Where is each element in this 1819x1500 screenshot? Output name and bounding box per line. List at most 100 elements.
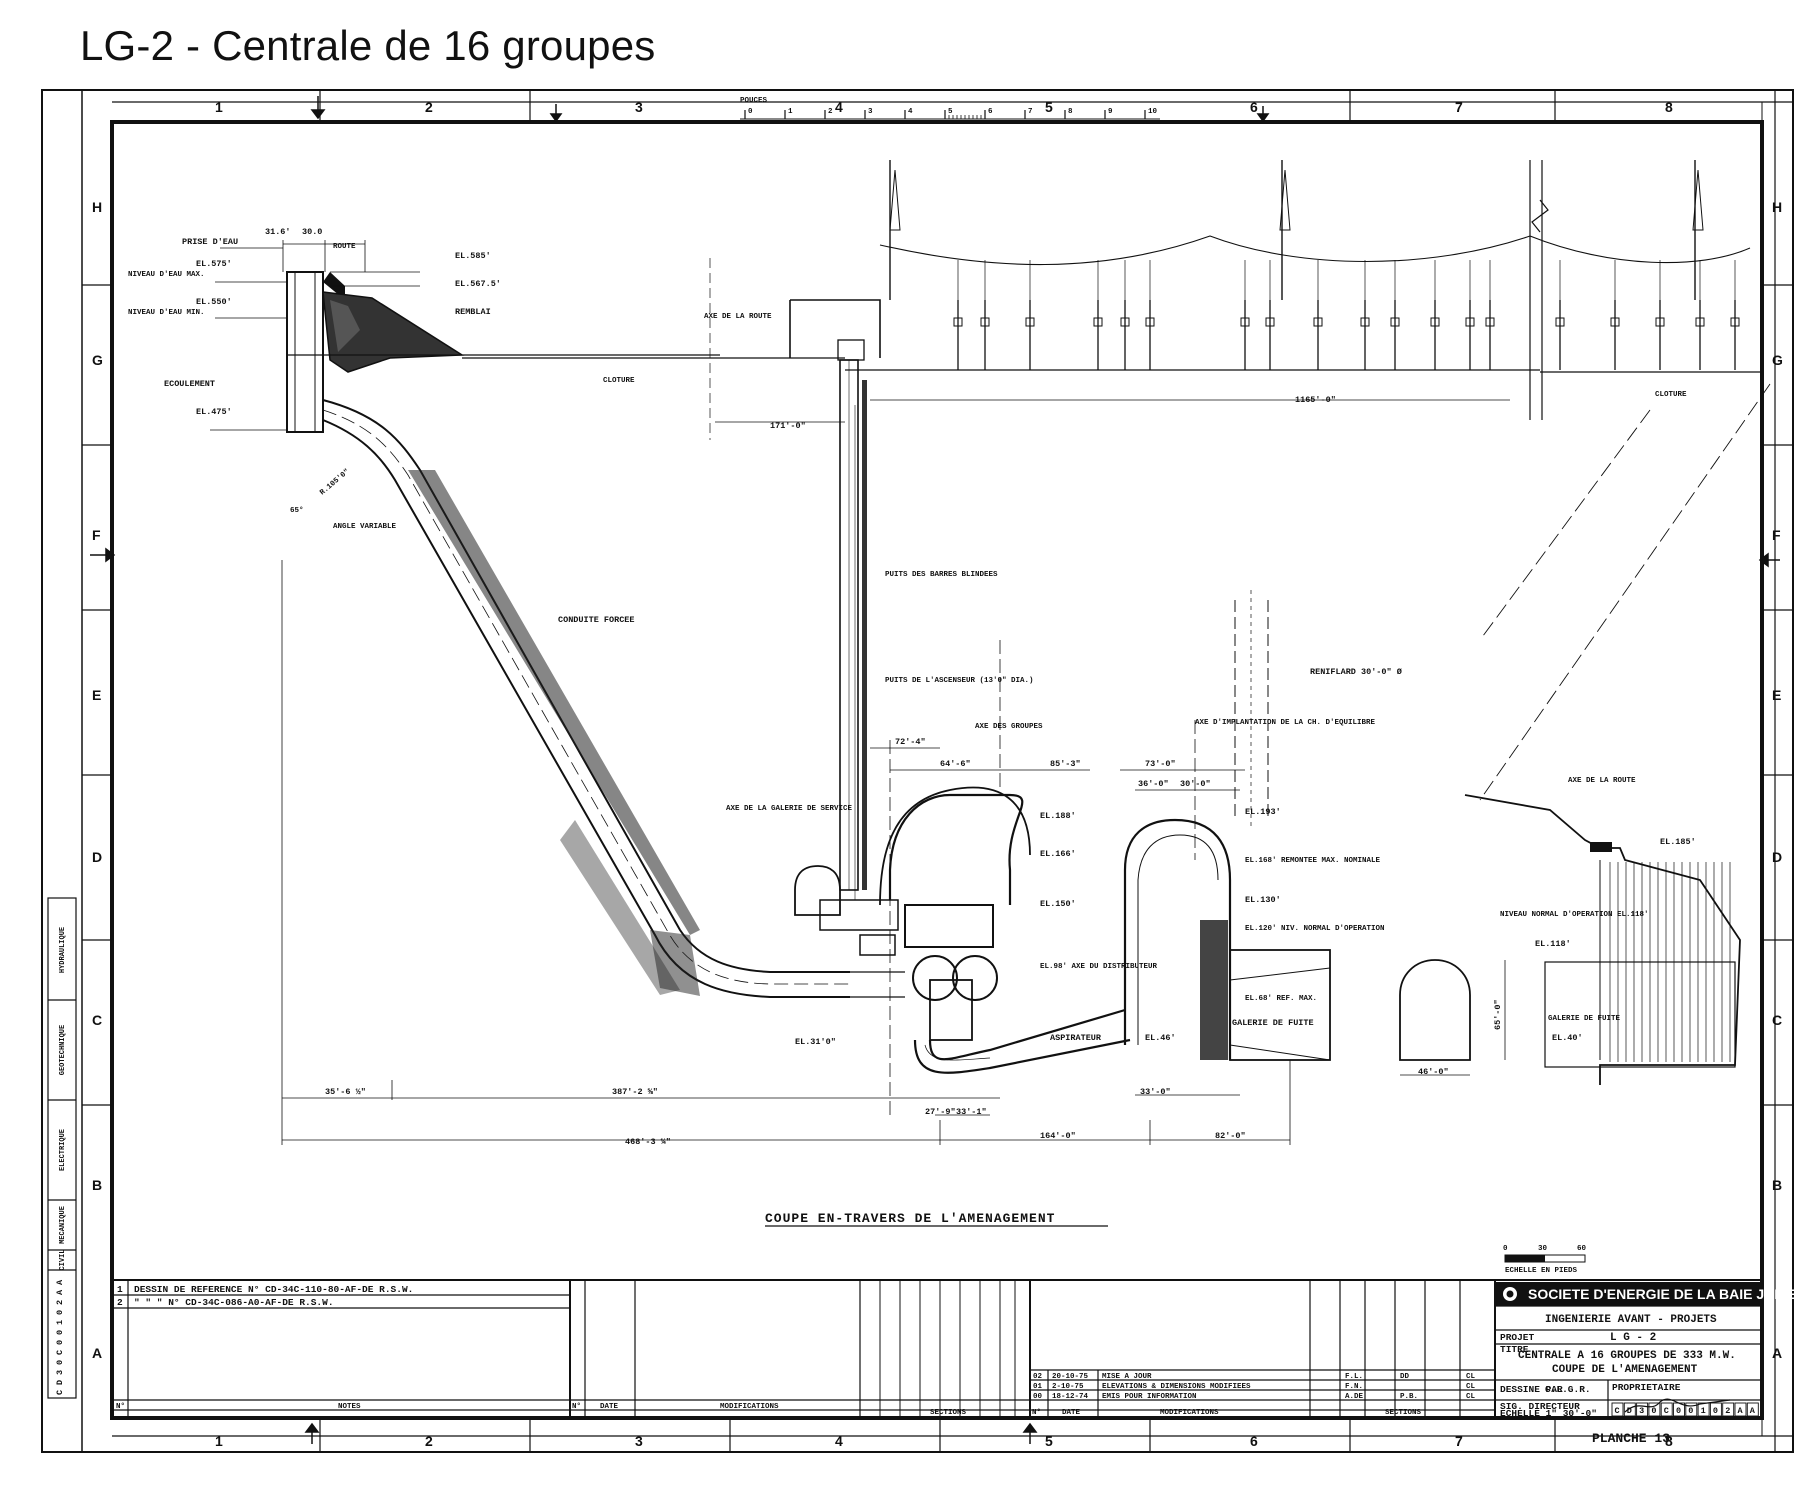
scale-bar: 0 30 60 ECHELLE EN PIEDS (1503, 1245, 1587, 1275)
side-drawing-no-char: 0 (55, 1330, 65, 1335)
drawing-no-char: 1 (1701, 1406, 1706, 1416)
dim-82-0: 82'-0" (1215, 1131, 1246, 1141)
sig-directeur-label: SIG. DIRECTEUR (1500, 1401, 1580, 1412)
grid-col-bottom-7: 7 (1455, 1433, 1463, 1449)
grid-col-1: 1 (215, 99, 223, 115)
revision-desc: EMIS POUR INFORMATION (1102, 1393, 1197, 1401)
footer-sections: SECTIONS (930, 1409, 967, 1417)
label-el-130: EL.130' (1245, 895, 1281, 905)
titre-line-2: COUPE DE L'AMENAGEMENT (1552, 1364, 1698, 1376)
dessine-value: C.L.G.R. (1545, 1384, 1591, 1395)
label-el-475: EL.475' (196, 407, 232, 417)
label-el-118: EL.118' (1535, 939, 1571, 949)
label-radius-105: R.105'0" (319, 468, 352, 497)
revision-app: CL (1466, 1373, 1476, 1381)
revision-app: CL (1466, 1393, 1476, 1401)
dim-27-9: 27'-9" (925, 1107, 956, 1117)
label-galerie-fuite-right: GALERIE DE FUITE (1548, 1015, 1621, 1023)
footer-date: DATE (600, 1403, 619, 1411)
projet-value: L G - 2 (1610, 1332, 1656, 1344)
side-drawing-no-char: 1 (55, 1320, 65, 1325)
footer-rev-no: N° (572, 1402, 581, 1411)
drawing-no-char: 0 (1688, 1406, 1693, 1416)
inch-tick-9: 9 (1108, 108, 1113, 116)
reference-2: " " " N° CD-34C-086-A0-AF-DE R.S.W. (134, 1297, 334, 1308)
dim-46-0: 46'-0" (1418, 1067, 1449, 1077)
grid-col-bottom-8: 8 (1665, 1433, 1673, 1449)
grid-col-bottom-4: 4 (835, 1433, 843, 1449)
label-el-166: EL.166' (1040, 849, 1076, 859)
footer-sections-2: SECTIONS (1385, 1409, 1422, 1417)
side-drawing-no-char: D (55, 1380, 65, 1385)
grid-row-A: A (92, 1345, 102, 1361)
footer-date-2: DATE (1062, 1409, 1081, 1417)
side-drawing-no-char: 3 (55, 1370, 65, 1375)
dim-1165-0: 1165'-0" (1295, 395, 1336, 405)
discipline-mecanique: MECANIQUE (59, 1206, 67, 1244)
dessine-label: DESSINE PAR (1500, 1384, 1563, 1395)
drawing-no-char: A (1750, 1406, 1756, 1416)
reference-no: 2 (117, 1297, 123, 1308)
scale-tick-30: 30 (1538, 1245, 1548, 1253)
label-angle-variable: ANGLE VARIABLE (333, 523, 397, 531)
inch-tick-8: 8 (1068, 108, 1073, 116)
grid-col-2: 2 (425, 99, 433, 115)
drawing-caption: COUPE EN-TRAVERS DE L'AMENAGEMENT (765, 1211, 1055, 1226)
dim-30-0-b: 30'-0" (1180, 779, 1211, 789)
revision-date: 2-10-75 (1052, 1383, 1084, 1391)
grid-col-6: 6 (1250, 99, 1258, 115)
revision-desc: ELEVATIONS & DIMENSIONS MODIFIEES (1102, 1383, 1251, 1391)
label-el-68: EL.68' REF. MAX. (1245, 995, 1317, 1003)
revision-app: CL (1466, 1383, 1476, 1391)
footer-no: N° (116, 1402, 125, 1411)
grid-col-5: 5 (1045, 99, 1053, 115)
label-el-40: EL.40' (1552, 1033, 1583, 1043)
grid-row-F: F (92, 527, 101, 543)
drawing-no-char: 3 (1639, 1406, 1644, 1416)
dim-171-0: 171'-0" (770, 421, 806, 431)
label-el-98: EL.98' AXE DU DISTRIBUTEUR (1040, 963, 1158, 971)
grid-row-H: H (92, 199, 102, 215)
revision-no: 02 (1033, 1373, 1043, 1381)
footer-modifications: MODIFICATIONS (720, 1403, 779, 1411)
drawing-no-char: D (1627, 1406, 1632, 1416)
proprietaire-label: PROPRIETAIRE (1612, 1382, 1681, 1393)
grid-row-right-G: G (1772, 352, 1783, 368)
side-drawing-no-char: C (55, 1390, 65, 1395)
footer-rev-no-2: N° (1032, 1408, 1041, 1417)
grid-col-4: 4 (835, 99, 843, 115)
grid-col-8: 8 (1665, 99, 1673, 115)
discipline-hydraulique: HYDRAULIQUE (59, 927, 67, 973)
grid-row-C: C (92, 1012, 102, 1028)
label-prise-deau: PRISE D'EAU (182, 237, 238, 247)
inch-tick-1: 1 (788, 108, 793, 116)
dim-30-0: 30.0 (302, 227, 322, 237)
label-cloture-right: CLOTURE (1655, 391, 1687, 399)
drawing-no-char: 0 (1651, 1406, 1656, 1416)
discipline-civil: CIVIL (59, 1249, 67, 1270)
side-drawing-no-char: 0 (55, 1360, 65, 1365)
titre-line-1: CENTRALE A 16 GROUPES DE 333 M.W. (1518, 1350, 1736, 1362)
label-angle-65: 65° (290, 506, 304, 515)
reference-no: 1 (117, 1284, 123, 1295)
label-axe-implantation: AXE D'IMPLANTATION DE LA CH. D'EQUILIBRE (1195, 719, 1376, 727)
inch-tick-6: 6 (988, 108, 993, 116)
inch-scale-label: POUCES (740, 97, 768, 105)
dim-164-0: 164'-0" (1040, 1131, 1076, 1141)
label-el-31: EL.31'0" (795, 1037, 836, 1047)
label-cloture-left: CLOTURE (603, 377, 635, 385)
projet-label: PROJET (1500, 1332, 1535, 1343)
label-axe-groupes: AXE DES GROUPES (975, 723, 1043, 731)
label-el-120: EL.120' NIV. NORMAL D'OPERATION (1245, 925, 1385, 933)
drawing-no-char: 2 (1725, 1406, 1730, 1416)
grid-row-right-F: F (1772, 527, 1781, 543)
revision-by: A.DE (1345, 1393, 1364, 1401)
grid-row-right-D: D (1772, 849, 1782, 865)
dim-73-0: 73'-0" (1145, 759, 1176, 769)
label-el-575: EL.575' (196, 259, 232, 269)
label-el-150: EL.150' (1040, 899, 1076, 909)
scale-label: ECHELLE EN PIEDS (1505, 1267, 1578, 1275)
